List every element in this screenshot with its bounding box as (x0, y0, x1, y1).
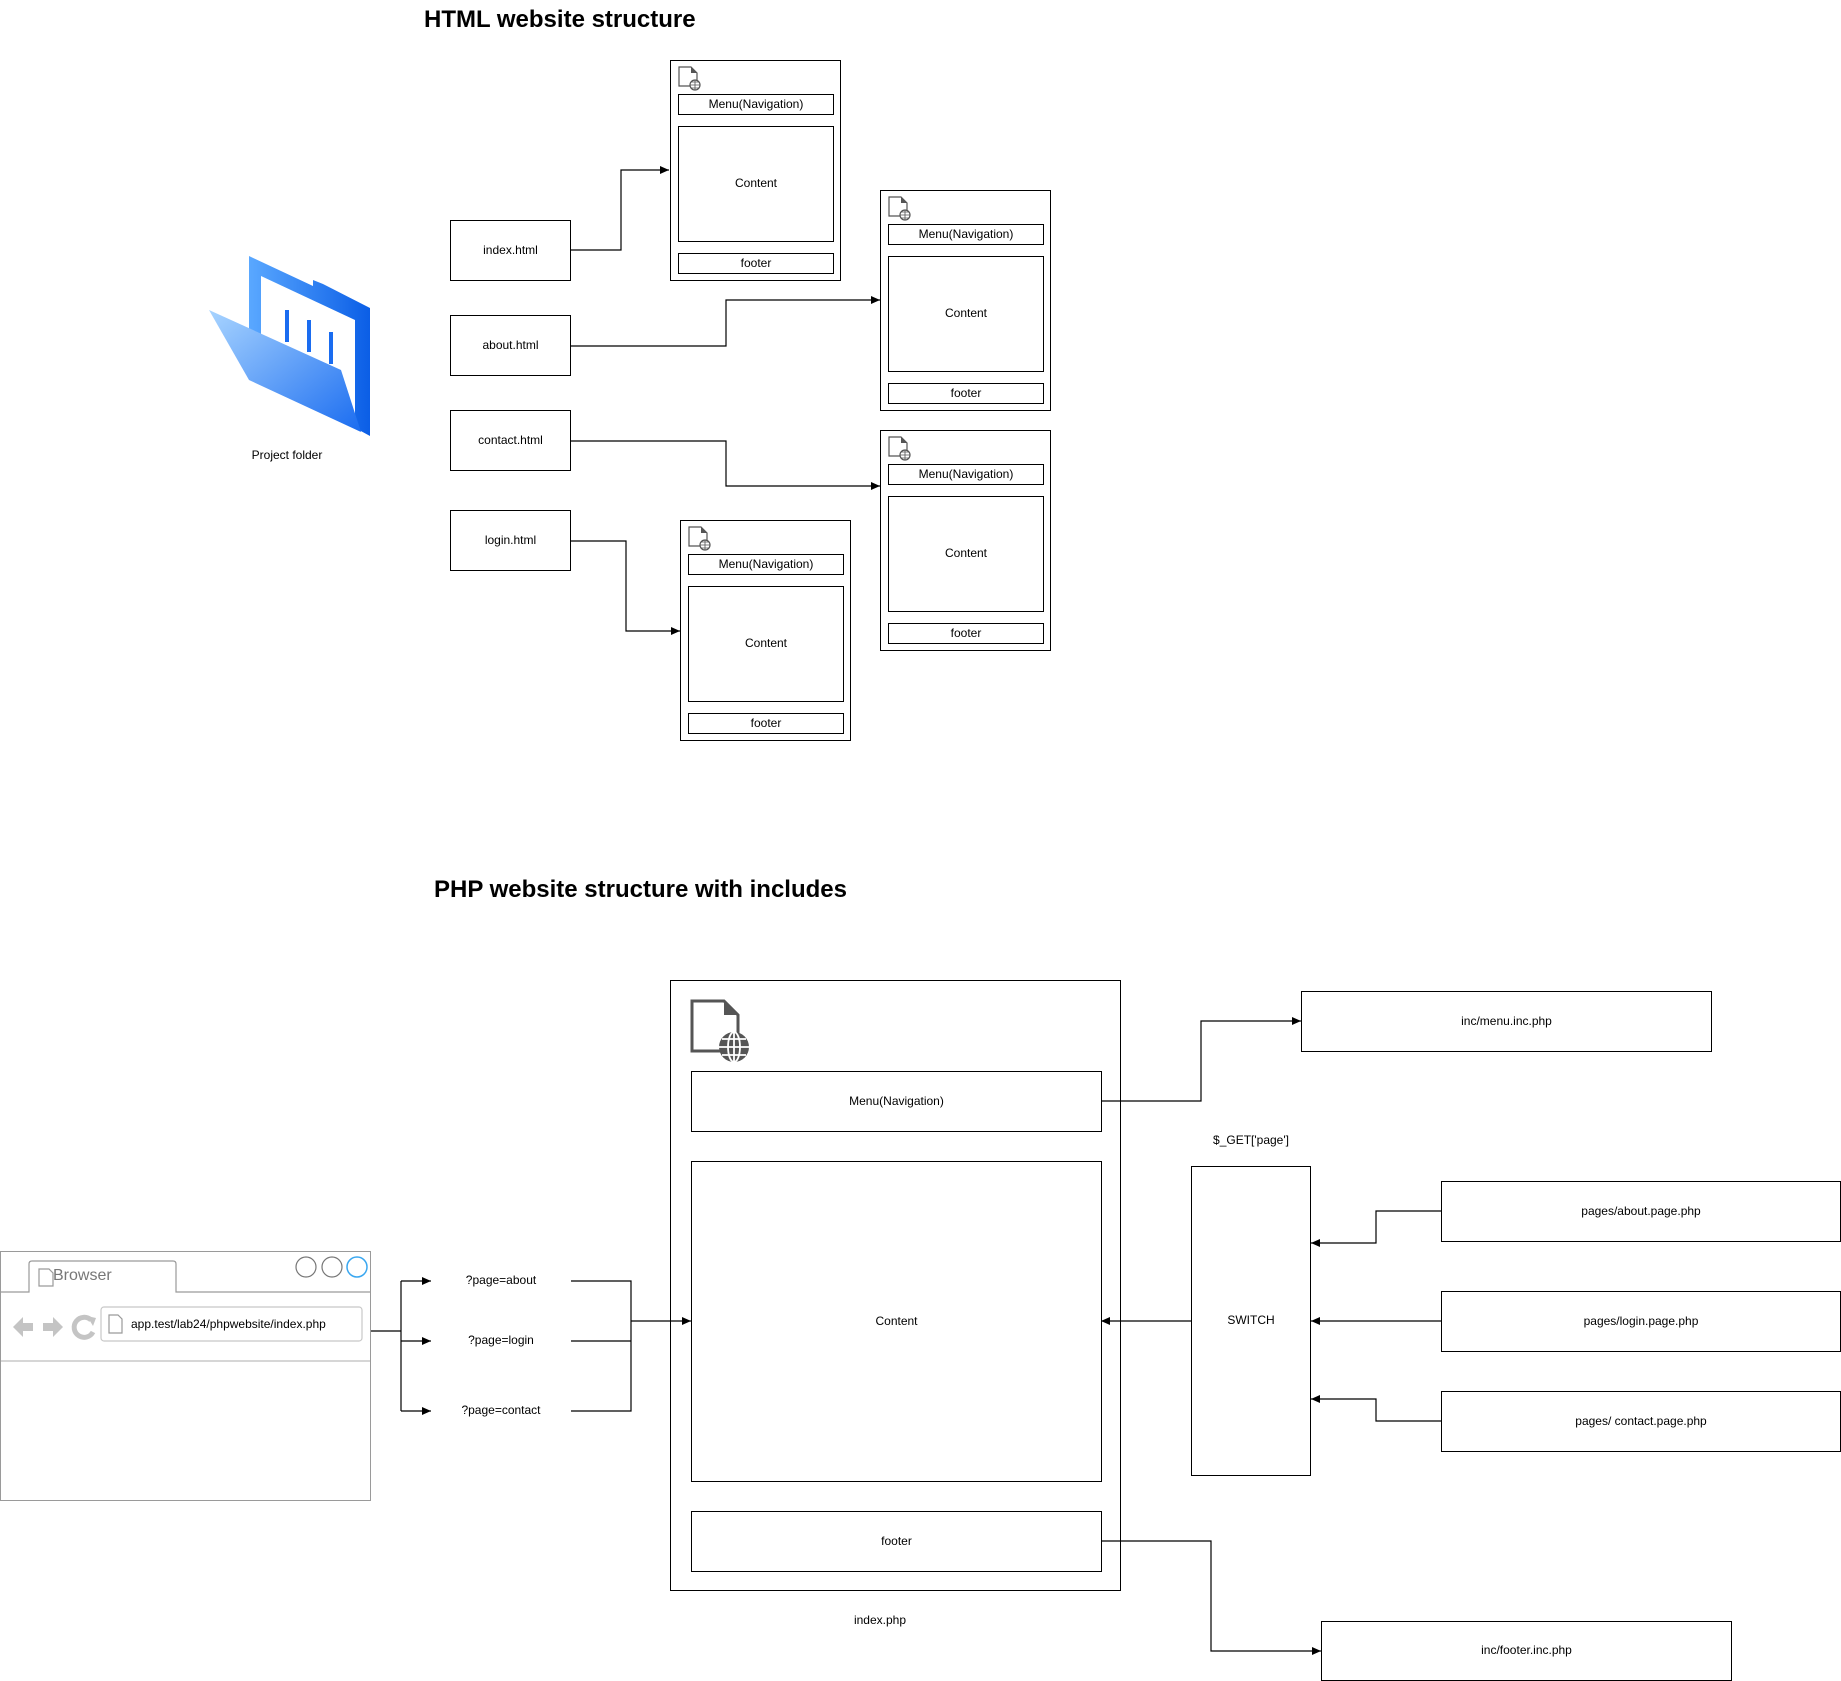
page-template-about: Menu(Navigation) Content footer (880, 190, 1051, 411)
folder-label: Project folder (251, 448, 323, 463)
footer-box: footer (678, 253, 834, 274)
browser-window: Browser app.test/lab24/phpwebsite/index.… (0, 1251, 371, 1501)
connector-page-contact (1311, 1395, 1441, 1422)
content-box: Content (688, 586, 844, 702)
query-param-contact: ?page=contact (461, 1403, 541, 1418)
menu-navigation-box: Menu(Navigation) (888, 464, 1044, 485)
connector-about (571, 296, 880, 347)
php-menu-navigation-box: Menu(Navigation) (691, 1071, 1102, 1132)
page-about-file[interactable]: pages/about.page.php (1441, 1181, 1841, 1242)
php-section-title: PHP website structure with includes (434, 876, 847, 903)
page-template-contact: Menu(Navigation) Content footer (880, 430, 1051, 651)
connector-index (571, 166, 669, 251)
file-about-html[interactable]: about.html (450, 315, 571, 376)
php-footer-box: footer (691, 1511, 1102, 1572)
web-page-icon (888, 196, 911, 221)
page-contact-file[interactable]: pages/ contact.page.php (1441, 1391, 1841, 1452)
include-menu-file[interactable]: inc/menu.inc.php (1301, 991, 1712, 1052)
php-content-box: Content (691, 1161, 1102, 1482)
menu-navigation-box: Menu(Navigation) (888, 224, 1044, 245)
connector-params (571, 1280, 632, 1412)
query-param-about: ?page=about (465, 1273, 537, 1288)
web-page-icon (690, 999, 749, 1063)
file-index-html[interactable]: index.html (450, 220, 571, 281)
connector-contact (571, 440, 880, 490)
menu-navigation-box: Menu(Navigation) (688, 554, 844, 575)
connector-footer-include (1101, 1540, 1321, 1655)
web-page-icon (688, 526, 711, 551)
footer-box: footer (688, 713, 844, 734)
file-login-html[interactable]: login.html (450, 510, 571, 571)
content-box: Content (888, 496, 1044, 612)
include-footer-file[interactable]: inc/footer.inc.php (1321, 1621, 1732, 1681)
footer-box: footer (888, 383, 1044, 404)
connector-login (571, 540, 680, 635)
page-login-file[interactable]: pages/login.page.php (1441, 1291, 1841, 1352)
menu-navigation-box: Menu(Navigation) (678, 94, 834, 115)
browser-url-field[interactable]: app.test/lab24/phpwebsite/index.php (131, 1317, 326, 1332)
web-page-icon (678, 66, 701, 91)
content-box: Content (888, 256, 1044, 372)
index-php-caption: index.php (853, 1613, 907, 1628)
footer-box: footer (888, 623, 1044, 644)
page-template-login: Menu(Navigation) Content footer (680, 520, 851, 741)
folder-icon (209, 256, 370, 436)
query-param-login: ?page=login (468, 1333, 534, 1348)
switch-box: SWITCH (1191, 1166, 1311, 1476)
html-section-title: HTML website structure (424, 6, 696, 33)
file-contact-html[interactable]: contact.html (450, 410, 571, 471)
page-template-index: Menu(Navigation) Content footer (670, 60, 841, 281)
switch-caption: $_GET['page'] (1213, 1133, 1289, 1148)
index-php-page: Menu(Navigation) Content footer (670, 980, 1121, 1591)
web-page-icon (888, 436, 911, 461)
browser-chrome (1, 1256, 370, 1362)
browser-tab-label[interactable]: Browser (53, 1267, 112, 1285)
connector-menu-include (1101, 1017, 1301, 1102)
connector-page-about (1311, 1210, 1441, 1247)
content-box: Content (678, 126, 834, 242)
